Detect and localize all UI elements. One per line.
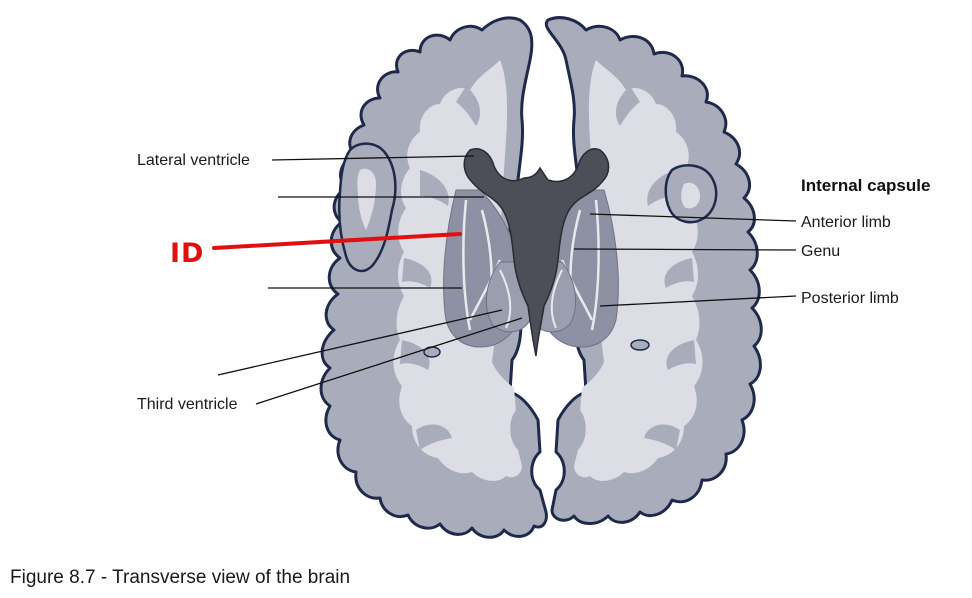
id-pointer-line: [212, 232, 462, 250]
lateral-ventricles: [463, 148, 610, 357]
lateral-ventricle-leader: [271, 155, 475, 161]
unlabeled-leader-3: [217, 309, 503, 376]
anterior-limb-label: Anterior limb: [801, 214, 891, 231]
id-marker-label: ID: [170, 238, 204, 269]
genu-label: Genu: [801, 243, 840, 260]
third-ventricle-label: Third ventricle: [137, 396, 238, 413]
third-ventricle-leader: [255, 317, 523, 405]
posterior-limb-label: Posterior limb: [801, 290, 899, 307]
figure-caption: Figure 8.7 - Transverse view of the brai…: [10, 567, 350, 588]
lateral-ventricle-label: Lateral ventricle: [137, 152, 250, 169]
internal-capsule-heading: Internal capsule: [801, 176, 930, 195]
anterior-limb-leader: [589, 213, 797, 222]
genu-leader: [573, 248, 797, 251]
posterior-limb-leader: [599, 295, 797, 307]
